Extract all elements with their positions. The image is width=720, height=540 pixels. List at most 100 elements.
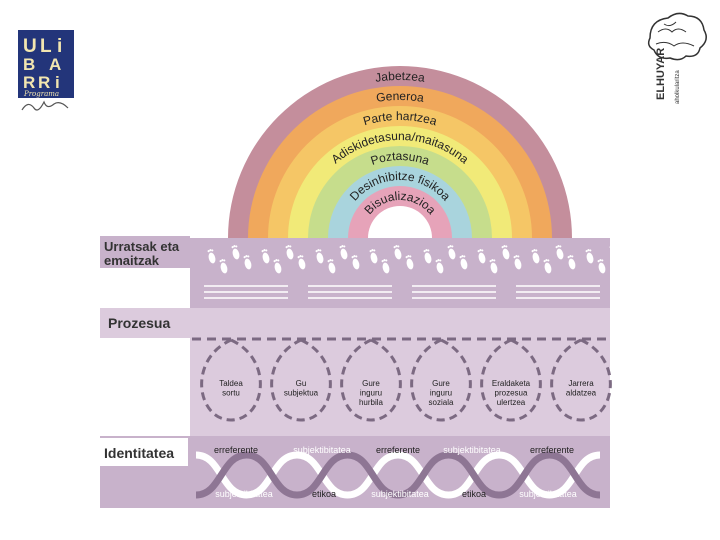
footprint-icon	[339, 245, 348, 260]
identity-bottom-label: subjektibitatea	[215, 489, 273, 499]
process-item-label: Eraldaketa	[492, 379, 531, 388]
identity-bottom-label: subjektibitatea	[371, 489, 429, 499]
footprints-row	[207, 245, 630, 274]
logo-letter: R	[23, 73, 35, 92]
footprint-icon	[477, 249, 486, 264]
footprint-icon	[405, 255, 414, 270]
footprint-icon	[231, 245, 240, 260]
footprint-icon	[609, 245, 618, 260]
elhuyar-logo: ELHUYAR aholkularitza	[647, 12, 707, 104]
identity-labels: erreferente subjektibitatea erreferente sub…	[214, 445, 577, 499]
identity-top-label: erreferente	[214, 445, 258, 455]
process-item-label: aldatzea	[566, 389, 597, 398]
elhuyar-subtext: aholkularitza	[675, 70, 681, 104]
rainbow-band-label: Jabetzea	[374, 69, 426, 85]
identity-bottom-label: etikoa	[462, 489, 486, 499]
process-item-label: Gure	[432, 379, 450, 388]
footprint-icon	[273, 259, 282, 274]
process-item-label: Taldea	[219, 379, 243, 388]
logo-letter: R	[38, 73, 50, 92]
footprint-icon	[327, 259, 336, 274]
process-item-label: prozesua	[495, 389, 528, 398]
helix-strand	[195, 451, 601, 499]
identity-bottom-label: subjektibitatea	[519, 489, 577, 499]
identity-bottom-label: etikoa	[312, 489, 336, 499]
step-lines	[204, 285, 600, 299]
footprint-icon	[393, 245, 402, 260]
process-item-label: sortu	[222, 389, 240, 398]
helix-strand	[195, 451, 601, 499]
process-section-title: Prozesua	[108, 315, 170, 331]
identity-section-title: Identitatea	[104, 445, 174, 461]
logo-letter: i	[57, 36, 62, 57]
footprint-icon	[459, 255, 468, 270]
process-items: TaldeasortuGusubjektuaGureinguruhurbilaG…	[200, 338, 612, 422]
process-item-label: Gu	[296, 379, 307, 388]
process-title-bg	[100, 308, 610, 338]
process-item-label: hurbila	[359, 398, 384, 407]
rainbow-band-label: Poztasuna	[369, 149, 432, 168]
footprint-icon	[489, 259, 498, 274]
process-loop	[410, 338, 472, 422]
footprint-icon	[219, 259, 228, 274]
footprint-icon	[423, 249, 432, 264]
logo-letter: i	[55, 73, 60, 92]
steps-section-title-line2: emaitzak	[104, 253, 160, 268]
footprint-icon	[297, 255, 306, 270]
footprint-icon	[501, 245, 510, 260]
footprint-icon	[207, 249, 216, 264]
footprint-icon	[567, 255, 576, 270]
logo-letter: A	[49, 55, 61, 74]
process-item-label: ulertzea	[497, 398, 526, 407]
steps-band	[190, 238, 610, 310]
footprint-icon	[513, 255, 522, 270]
footprint-icon	[585, 249, 594, 264]
process-item-label: inguru	[430, 389, 452, 398]
logo-letter: U	[23, 36, 37, 57]
footprint-icon	[351, 255, 360, 270]
footprint-icon	[369, 249, 378, 264]
process-loop	[340, 338, 402, 422]
steps-section-label-bg	[100, 236, 190, 268]
logo-caption: Programa	[23, 90, 59, 98]
footprint-icon	[315, 249, 324, 264]
rainbow-band-label: Generoa	[375, 89, 425, 105]
identity-top-label: erreferente	[376, 445, 420, 455]
elhuyar-wordmark: ELHUYAR	[655, 48, 667, 100]
footprint-icon	[285, 245, 294, 260]
process-loop	[270, 338, 332, 422]
process-loop	[550, 338, 612, 422]
footprint-icon	[543, 259, 552, 274]
process-item-label: soziala	[429, 398, 454, 407]
identity-top-label: subjektibitatea	[443, 445, 501, 455]
identity-top-label: subjektibitatea	[293, 445, 351, 455]
identity-top-label: erreferente	[530, 445, 574, 455]
uli-barri-logo: U L i B A R R i Programa	[18, 30, 74, 111]
rainbow-band-label: Parte hartzea	[361, 109, 438, 128]
footprint-icon	[447, 245, 456, 260]
footprint-icon	[597, 259, 606, 274]
footprint-icon	[531, 249, 540, 264]
logo-signature	[21, 100, 69, 111]
process-loop	[480, 338, 542, 422]
process-item-label: Gure	[362, 379, 380, 388]
brain-icon	[647, 12, 707, 61]
footprint-icon	[261, 249, 270, 264]
rainbow-inner	[368, 206, 432, 238]
process-item-label: inguru	[360, 389, 382, 398]
process-loop	[200, 338, 262, 422]
process-item-label: Jarrera	[568, 379, 594, 388]
process-item-label: subjektua	[284, 389, 319, 398]
footprint-icon	[381, 259, 390, 274]
brain-folds	[655, 21, 695, 47]
identity-title-bg	[100, 438, 188, 466]
logo-letter: L	[40, 36, 52, 57]
identity-helix	[195, 451, 601, 499]
footprint-icon	[243, 255, 252, 270]
footprint-icon	[621, 255, 630, 270]
steps-section-title-line1: Urratsak eta	[104, 239, 180, 254]
footprint-icon	[555, 245, 564, 260]
logo-letter: B	[23, 55, 35, 74]
